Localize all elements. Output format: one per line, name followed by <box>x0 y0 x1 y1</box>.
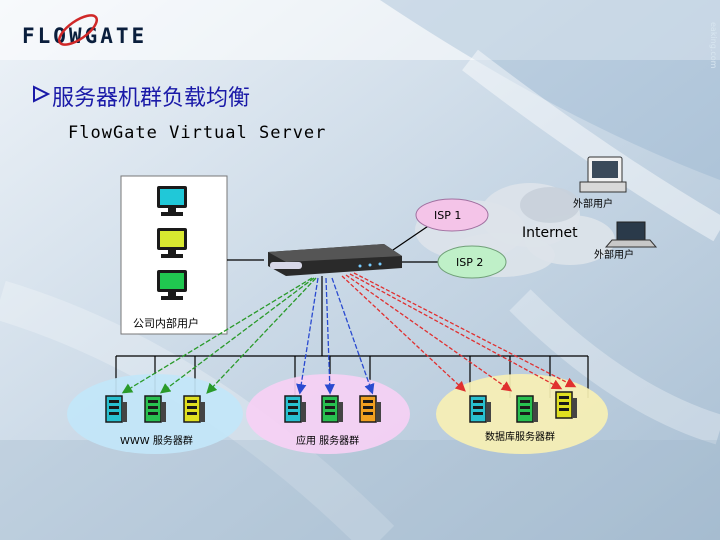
internal-users-panel: 公司内部用户 <box>120 175 228 335</box>
db-group-label: 数据库服务器群 <box>485 430 555 443</box>
external-desktop-icon <box>579 156 627 193</box>
external-user-label-1: 外部用户 <box>573 197 613 210</box>
isp2-label: ISP 2 <box>456 256 483 269</box>
logo-swirl-icon <box>58 14 98 46</box>
load-balancer-device <box>268 244 402 276</box>
slide-subtitle: FlowGate Virtual Server <box>68 123 327 143</box>
www-group-label: WWW 服务器群 <box>120 434 193 447</box>
app-traffic-arrows <box>296 277 375 395</box>
app-group-label: 应用 服务器群 <box>296 434 359 447</box>
external-user-label-2: 外部用户 <box>594 248 634 261</box>
www-traffic-arrows <box>121 277 317 394</box>
external-laptop-icon <box>604 221 658 248</box>
isp1-label: ISP 1 <box>434 209 461 222</box>
side-watermark: eaking.com <box>709 22 718 69</box>
isp1-cloud: ISP 1 <box>415 198 489 232</box>
internet-label: Internet <box>522 225 578 241</box>
isp2-cloud: ISP 2 <box>437 245 507 279</box>
internal-users-label: 公司内部用户 <box>133 316 199 330</box>
slide-title: 服务器机群负载均衡 <box>52 86 251 111</box>
db-traffic-arrows <box>341 272 577 392</box>
bullet-arrow-icon <box>33 85 50 103</box>
